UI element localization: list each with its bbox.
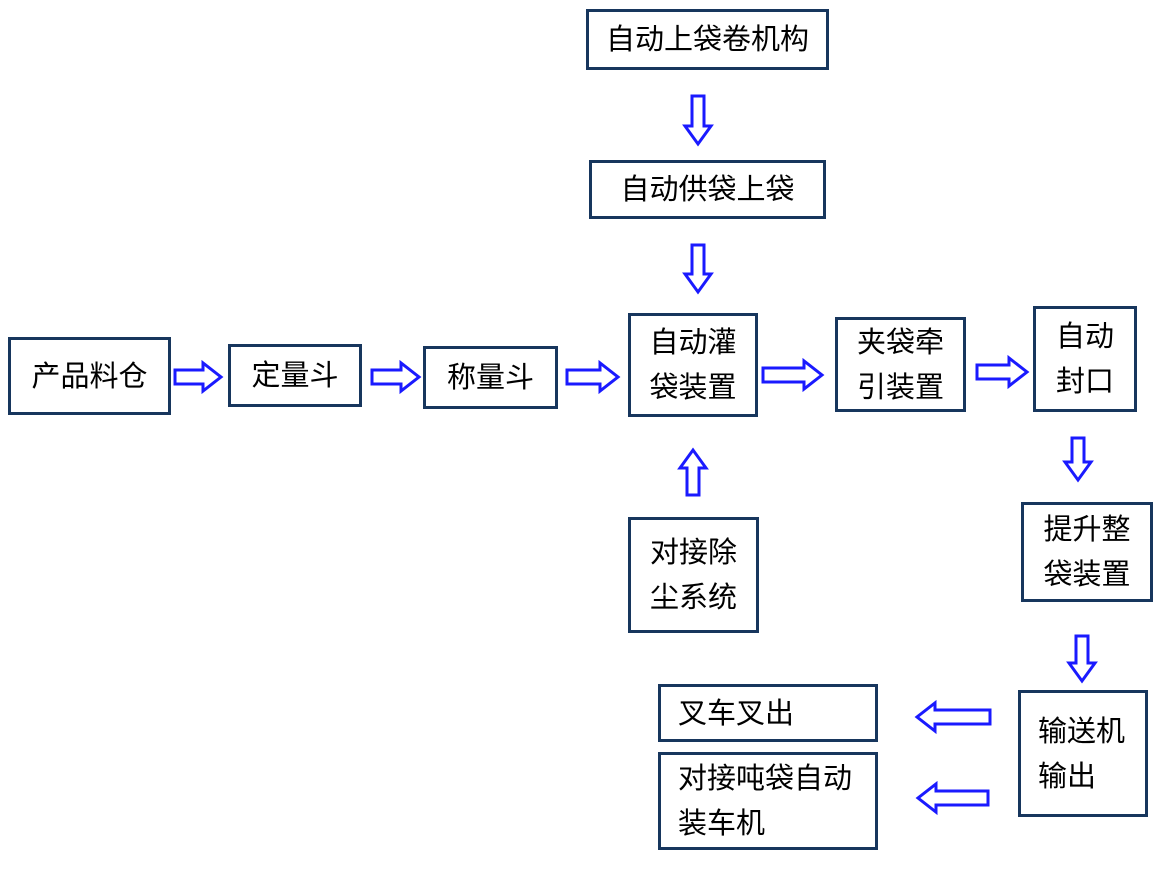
node-quantitative-hopper: 定量斗 [228,344,362,407]
node-conveyor-output-label-line2: 输出 [1038,758,1097,793]
node-auto-filling-device-label-line1: 自动灌 [649,325,737,360]
node-bag-clamp-traction: 夹袋牵 引装置 [835,317,966,412]
node-bag-lifting-device: 提升整 袋装置 [1021,502,1153,602]
arrow-right-quantitative-to-weighing-icon [370,359,422,395]
node-auto-sealing-label-line1: 自动 [1055,319,1114,354]
node-bag-roll-mechanism: 自动上袋卷机构 [586,9,829,70]
node-weighing-hopper-label: 称量斗 [446,360,534,395]
node-quantitative-hopper-label: 定量斗 [251,358,339,393]
arrow-down-lifting-to-conveyor-icon [1066,634,1098,684]
arrow-right-weighing-to-filling-icon [565,359,621,395]
node-auto-sealing-label-line2: 封口 [1055,364,1114,398]
arrow-left-conveyor-to-loader-icon [915,780,990,816]
node-forklift-out: 叉车叉出 [658,684,878,742]
arrow-down-bagsupply-to-filling-icon [682,243,714,295]
node-product-silo-label: 产品料仓 [31,358,148,393]
arrow-right-silo-to-quantitative-icon [173,359,224,395]
node-bag-roll-mechanism-label: 自动上袋卷机构 [605,22,809,57]
arrow-right-filling-to-clamp-icon [761,357,825,393]
node-bag-supply-loading: 自动供袋上袋 [589,160,826,219]
node-bag-lifting-device-label-line2: 袋装置 [1043,557,1131,591]
node-bag-supply-loading-label: 自动供袋上袋 [620,172,795,207]
node-forklift-out-label: 叉车叉出 [678,695,795,730]
node-ton-bag-truck-loader: 对接吨袋自动 装车机 [658,752,878,850]
arrow-down-sealing-to-lifting-icon [1062,436,1094,483]
node-bag-clamp-traction-label-line2: 引装置 [856,369,944,404]
node-weighing-hopper: 称量斗 [423,346,558,409]
node-auto-filling-device: 自动灌 袋装置 [628,313,758,417]
arrow-down-bagroll-to-bagsupply-icon [682,94,714,147]
node-bag-clamp-traction-label-line1: 夹袋牵 [856,324,944,359]
node-bag-lifting-device-label-line1: 提升整 [1043,512,1131,547]
node-conveyor-output-label-line1: 输送机 [1038,713,1126,748]
node-conveyor-output: 输送机 输出 [1018,690,1148,817]
node-product-silo: 产品料仓 [8,337,171,415]
arrow-right-clamp-to-sealing-icon [975,354,1030,390]
node-dust-removal-system: 对接除 尘系统 [628,517,759,633]
node-dust-removal-system-label-line2: 尘系统 [649,580,737,614]
node-ton-bag-truck-loader-label-line1: 对接吨袋自动 [678,761,853,796]
arrow-up-dust-to-filling-icon [677,447,709,497]
node-dust-removal-system-label-line1: 对接除 [649,535,737,570]
node-auto-filling-device-label-line2: 袋装置 [649,370,737,404]
node-ton-bag-truck-loader-label-line2: 装车机 [678,806,766,840]
arrow-left-conveyor-to-forklift-icon [914,699,992,735]
node-auto-sealing: 自动 封口 [1033,306,1137,412]
